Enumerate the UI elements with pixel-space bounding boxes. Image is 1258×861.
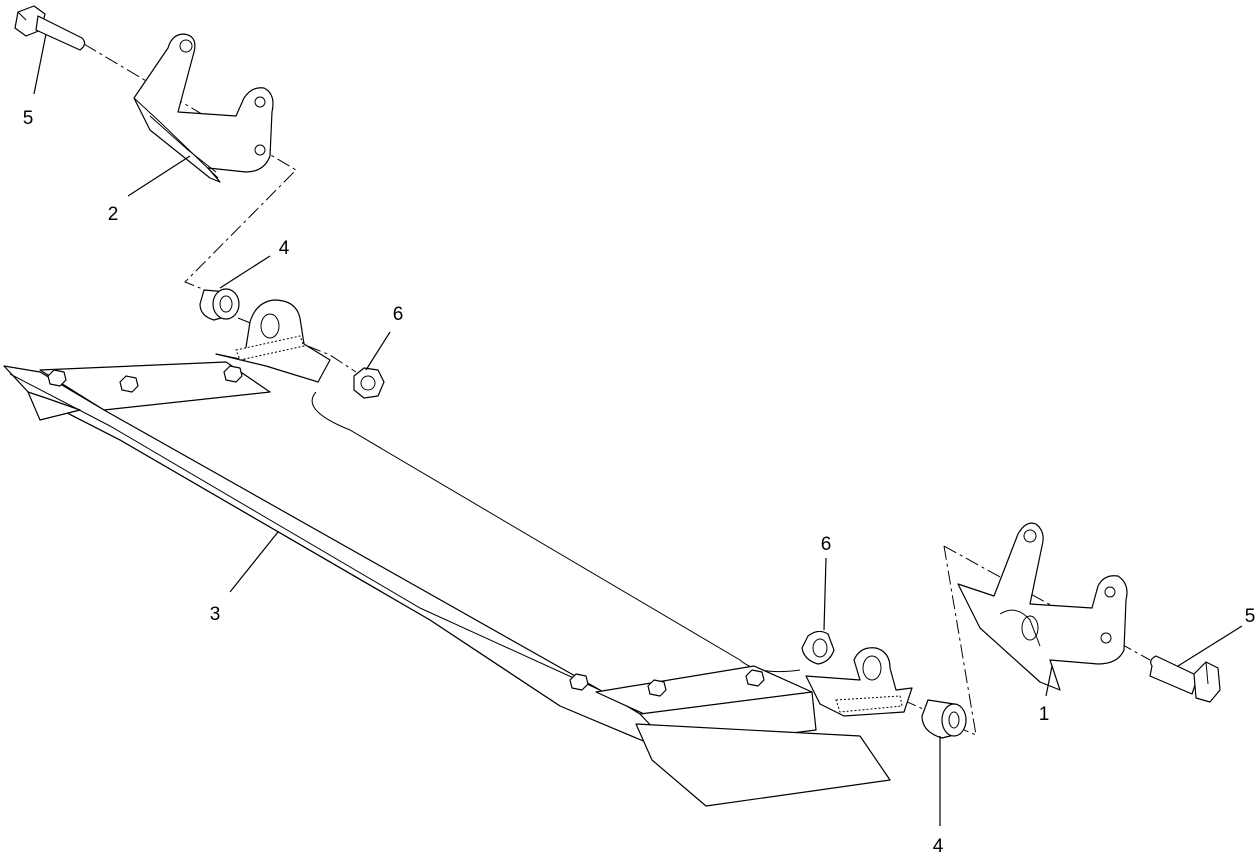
callout-2: 2 [108, 204, 119, 225]
weld-nut-right-1 [569, 673, 589, 691]
bolt-part-5-right [1149, 655, 1221, 703]
bolt-part-5-top [14, 5, 86, 51]
nut-part-6-bottom [801, 630, 835, 665]
callout-3: 3 [210, 604, 221, 625]
weld-nut-left-3 [223, 365, 243, 383]
frame-part-3 [3, 299, 913, 807]
leader-lines [33, 33, 1243, 826]
callout-5-right: 5 [1245, 606, 1256, 627]
spacer-part-4-bottom [921, 699, 967, 739]
weld-nut-right-2 [647, 679, 667, 697]
weld-nut-left-1 [47, 369, 67, 387]
callout-6-bottom: 6 [821, 534, 832, 555]
weld-nut-left-2 [119, 375, 139, 393]
spacer-part-4-top [199, 288, 240, 321]
callout-5-top: 5 [23, 108, 34, 129]
nut-part-6-top [353, 367, 385, 399]
callout-4-top: 4 [279, 238, 290, 259]
callout-labels: 5 2 4 6 3 6 1 5 4 [23, 108, 1256, 857]
bracket-part-2 [133, 33, 274, 183]
callout-6-top: 6 [393, 304, 404, 325]
callout-4-bottom: 4 [933, 836, 944, 857]
weld-nut-right-3 [745, 669, 765, 687]
callout-1: 1 [1039, 704, 1050, 725]
bracket-part-1 [957, 522, 1128, 691]
